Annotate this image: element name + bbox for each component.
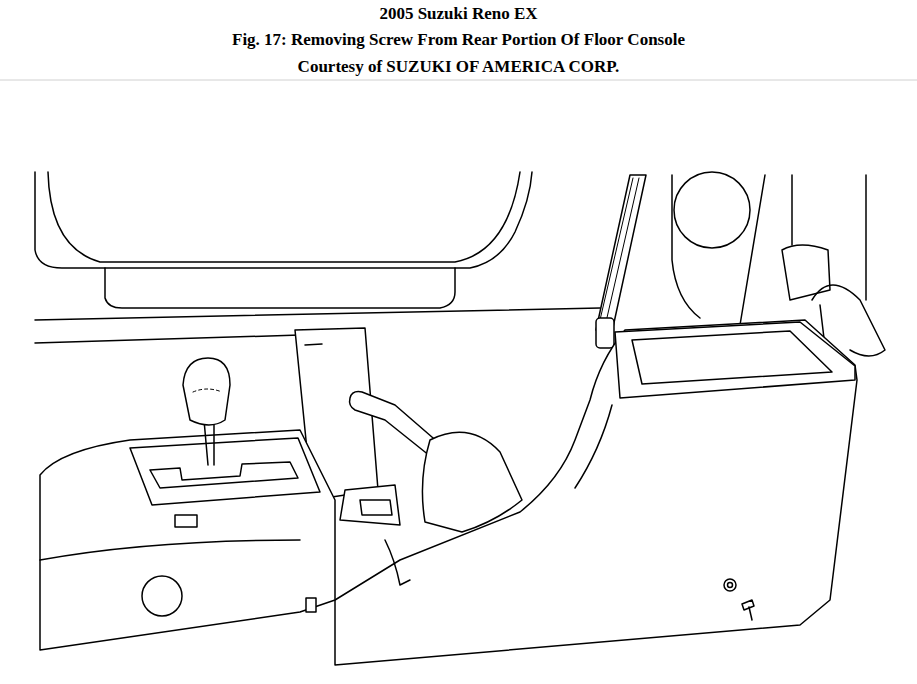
front-console bbox=[40, 328, 378, 650]
parking-brake bbox=[340, 392, 522, 585]
seat bbox=[35, 172, 532, 308]
figure-caption: Fig. 17: Removing Screw From Rear Portio… bbox=[0, 30, 917, 50]
rear-console bbox=[335, 320, 857, 665]
figure-title: 2005 Suzuki Reno EX bbox=[0, 4, 917, 24]
seat-belt bbox=[596, 175, 646, 348]
screw bbox=[724, 579, 754, 620]
credit-line: Courtesy of SUZUKI OF AMERICA CORP. bbox=[0, 57, 917, 77]
header-rule bbox=[0, 80, 917, 81]
